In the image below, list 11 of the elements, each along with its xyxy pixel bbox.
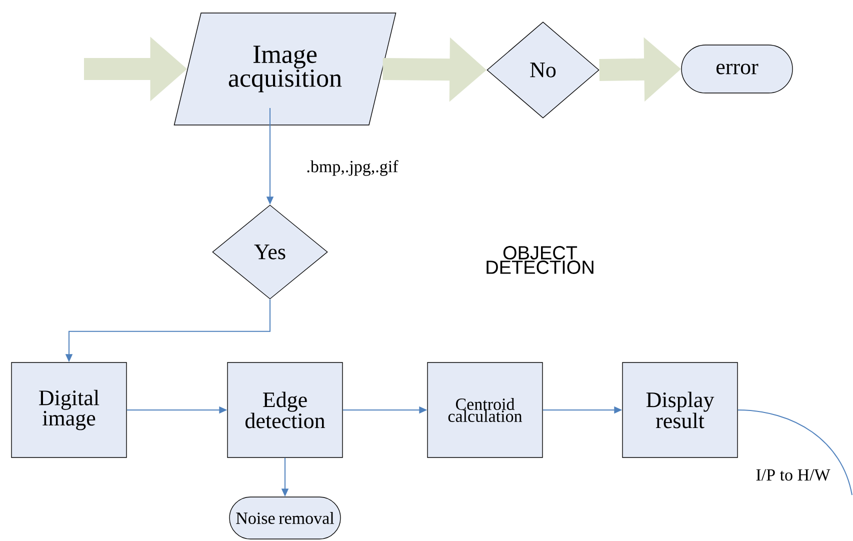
input-parallelogram: Image acquisition — [174, 12, 396, 126]
process-box: Digital image — [11, 362, 127, 458]
terminal-box: error — [681, 44, 793, 94]
process-box: Edge detection — [227, 362, 343, 458]
terminal-box: Noise removal — [229, 496, 341, 540]
connector-line — [737, 410, 852, 496]
edge-label: .bmp,.jpg,.gif — [305, 159, 400, 177]
edge-label: I/P to H/W — [754, 468, 832, 482]
heading-label: OBJECT DETECTION — [486, 246, 594, 274]
process-box: Centroid calculation — [427, 362, 543, 458]
process-box: Display result — [622, 362, 738, 458]
